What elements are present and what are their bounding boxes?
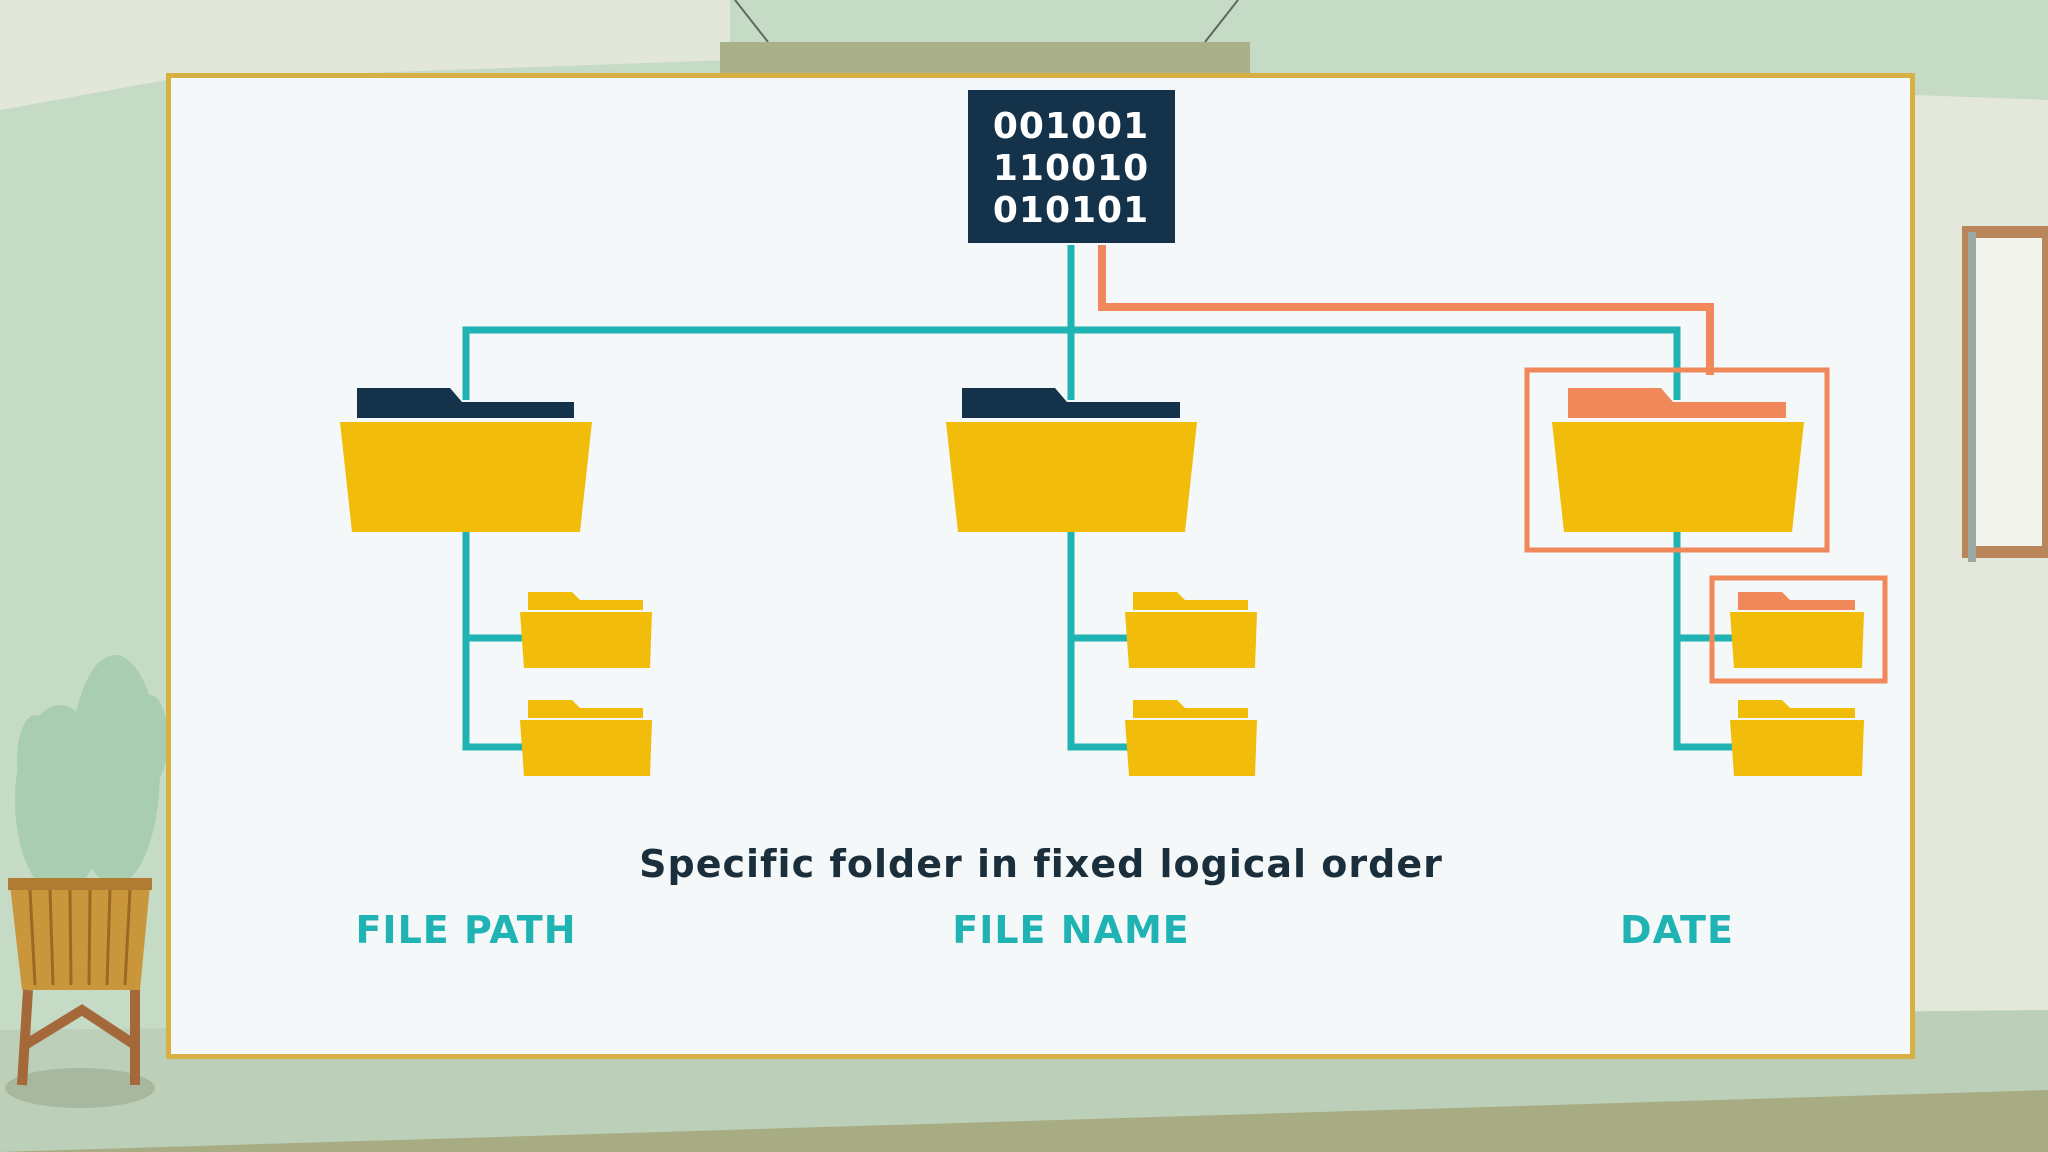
connector-lines — [462, 245, 1735, 751]
screen-mount-bar — [720, 42, 1250, 74]
binary-line-3: 010101 — [993, 190, 1149, 231]
binary-line-1: 001001 — [993, 106, 1149, 147]
diagram-caption: Specific folder in fixed logical order — [639, 842, 1443, 886]
hanger-line-right — [1204, 0, 1239, 43]
binary-data-block: 001001 110010 010101 — [968, 90, 1175, 243]
highlight-box-date-folder — [1524, 367, 1830, 553]
picture-frame-shadow — [1968, 232, 1976, 562]
subfolder-icon — [1125, 700, 1257, 776]
subfolder-icon — [520, 700, 652, 776]
folder-icon-file-name — [946, 388, 1197, 532]
subfolder-icon — [1730, 700, 1864, 776]
label-file-name: FILE NAME — [952, 908, 1190, 952]
hanger-line-left — [734, 0, 769, 43]
folder-icon-date — [1552, 388, 1804, 532]
highlight-path — [1098, 245, 1714, 375]
subfolder-icon-highlighted — [1730, 592, 1864, 668]
label-date: DATE — [1620, 908, 1734, 952]
highlight-box-date-subfolder — [1709, 575, 1888, 684]
subfolder-icon — [1125, 592, 1257, 668]
binary-line-2: 110010 — [993, 148, 1149, 189]
folder-icon-file-path — [340, 388, 592, 532]
subfolder-icon — [520, 592, 652, 668]
floor-strip — [0, 1090, 2048, 1152]
cactus-plant-illustration — [5, 655, 168, 1108]
left-wall-panel — [0, 0, 730, 110]
label-file-path: FILE PATH — [355, 908, 577, 952]
